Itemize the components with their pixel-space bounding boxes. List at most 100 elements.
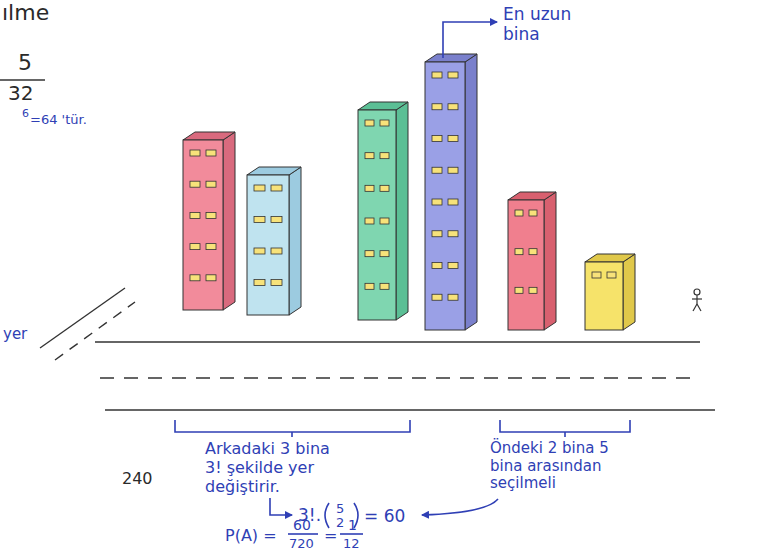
building-roof	[425, 54, 477, 62]
heading-fragment: ılme	[2, 0, 49, 26]
window	[271, 217, 282, 223]
window	[190, 150, 200, 156]
numerator: 60	[293, 517, 311, 534]
window	[206, 275, 216, 281]
window	[448, 104, 458, 110]
window	[448, 136, 458, 142]
window	[365, 153, 374, 159]
building-side	[544, 192, 556, 330]
window	[365, 283, 374, 289]
building-front	[247, 175, 289, 315]
numerator: 5	[18, 50, 32, 76]
window	[515, 287, 523, 293]
window	[190, 181, 200, 187]
window	[432, 136, 442, 142]
denominator: 12	[343, 536, 360, 551]
window	[432, 263, 442, 269]
window	[448, 199, 458, 205]
ink-marks	[175, 22, 630, 534]
formula-part: = 60	[364, 506, 405, 526]
page-number: 240	[122, 470, 153, 489]
explanation-text: Öndeki 2 bina 5 bina arasından seçilmeli	[490, 440, 622, 493]
window	[592, 272, 601, 278]
building-roof	[508, 192, 556, 200]
building-roof	[247, 167, 301, 175]
building-roof	[183, 132, 235, 140]
window	[448, 167, 458, 173]
window	[271, 280, 282, 286]
window	[365, 120, 374, 126]
window	[206, 212, 216, 218]
window	[365, 251, 374, 257]
window	[190, 275, 200, 281]
building-front	[358, 110, 396, 320]
window	[448, 263, 458, 269]
window	[432, 294, 442, 300]
window	[271, 248, 282, 254]
window	[515, 210, 523, 216]
building-front	[585, 262, 623, 330]
window	[432, 231, 442, 237]
window	[254, 217, 265, 223]
window	[607, 272, 616, 278]
building-side	[396, 102, 408, 320]
window	[206, 244, 216, 250]
building-side	[623, 254, 635, 330]
window	[254, 280, 265, 286]
note: =64 'tür.	[30, 112, 87, 127]
window	[432, 167, 442, 173]
numerator: 1	[348, 517, 357, 534]
formula-part: =	[324, 527, 337, 546]
buildings	[183, 54, 635, 330]
building	[508, 192, 556, 330]
person	[692, 289, 702, 311]
building-side	[223, 132, 235, 310]
formula-part: P(A) =	[225, 527, 277, 546]
window	[448, 294, 458, 300]
window	[380, 185, 389, 191]
building	[183, 132, 235, 310]
building-front	[508, 200, 544, 330]
window	[529, 210, 537, 216]
window	[365, 185, 374, 191]
window	[380, 120, 389, 126]
building-front	[183, 140, 223, 310]
building	[585, 254, 635, 330]
window	[432, 72, 442, 78]
window	[190, 244, 200, 250]
window	[380, 218, 389, 224]
window	[190, 212, 200, 218]
building	[358, 102, 408, 320]
window	[254, 185, 265, 191]
window	[380, 153, 389, 159]
building-front	[425, 62, 465, 330]
window	[448, 72, 458, 78]
building	[247, 167, 301, 315]
window	[365, 218, 374, 224]
exponent: 6	[22, 108, 29, 121]
denominator: 32	[8, 82, 33, 106]
callout-text: En uzun bina	[503, 4, 575, 44]
window	[380, 251, 389, 257]
window	[515, 249, 523, 255]
window	[254, 248, 265, 254]
note: yer	[3, 326, 27, 344]
window	[206, 181, 216, 187]
binomial-top: 5	[336, 501, 344, 516]
building-roof	[585, 254, 635, 262]
building-roof	[358, 102, 408, 110]
denominator: 720	[289, 536, 314, 551]
window	[432, 199, 442, 205]
window	[380, 283, 389, 289]
window	[448, 231, 458, 237]
explanation-text: Arkadaki 3 bina 3! şekilde yer değiştiri…	[205, 440, 333, 497]
window	[529, 287, 537, 293]
building-side	[289, 167, 301, 315]
window	[206, 150, 216, 156]
building	[425, 54, 477, 330]
building-side	[465, 54, 477, 330]
window	[432, 104, 442, 110]
window	[271, 185, 282, 191]
window	[529, 249, 537, 255]
